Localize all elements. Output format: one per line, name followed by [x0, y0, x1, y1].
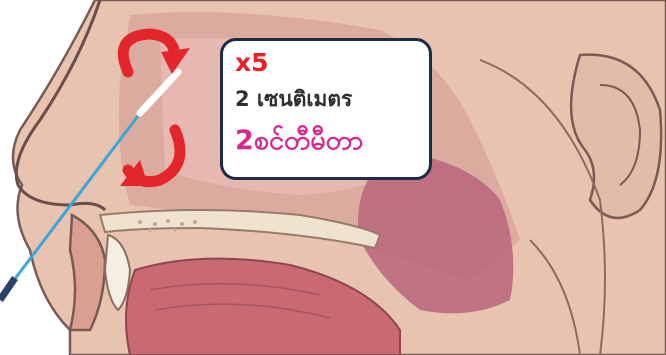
swab-depth-thai: 2 เซนติเมตร [235, 79, 417, 119]
instruction-callout: x5 2 เซนติเมตร 2စင်တီမီတာ [220, 38, 432, 180]
swab-depth-burmese: 2စင်တီမီတာ [235, 119, 417, 163]
repeat-count: x5 [235, 47, 417, 79]
